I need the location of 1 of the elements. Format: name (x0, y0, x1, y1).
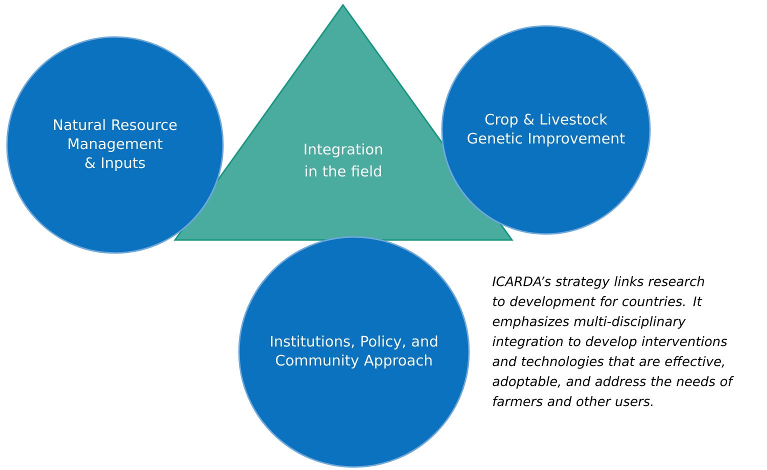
note: ICARDA’s strategy links research to development for countries. It emphasizes multi-disciplinary integration to develop interventions and technologies that are effective, adoptable, and address the needs of farmers and other users. (492, 276, 734, 406)
